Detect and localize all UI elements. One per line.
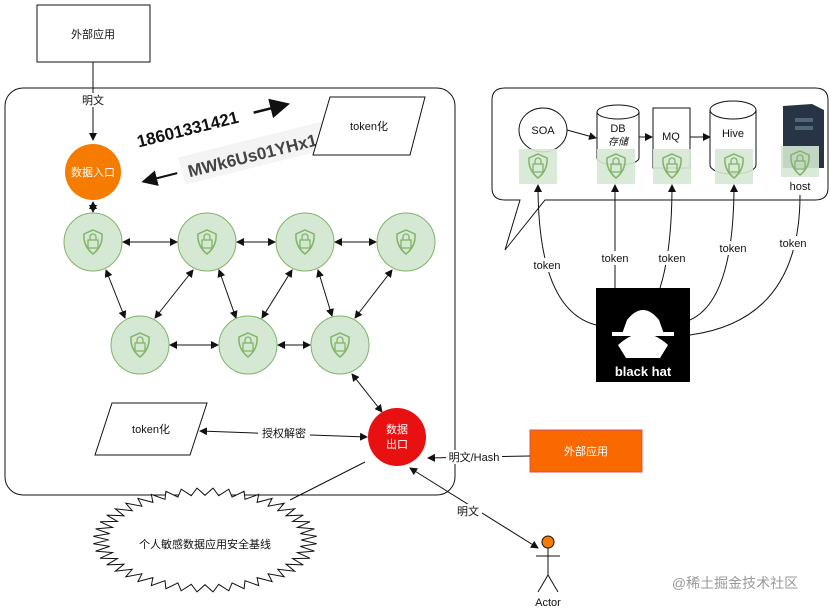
service-host-label: host xyxy=(790,181,811,193)
right-external-app-label: 外部应用 xyxy=(564,444,608,458)
blackhat-logo: black hat xyxy=(596,288,690,382)
service-soa: SOA xyxy=(518,107,568,153)
right-external-app: 外部应用 xyxy=(529,429,643,473)
top-external-app-label: 外部应用 xyxy=(71,27,115,41)
secure-node xyxy=(110,315,170,375)
data-entry-node: 数据入口 xyxy=(65,144,121,200)
secure-node xyxy=(310,315,370,375)
service-locks xyxy=(519,146,819,184)
secure-node xyxy=(376,212,436,272)
service-soa-label: SOA xyxy=(531,125,555,137)
token-edge-label: token xyxy=(534,260,561,272)
secure-node xyxy=(177,212,237,272)
plain-phone-number: 18601331421 xyxy=(135,108,241,152)
secure-node xyxy=(63,212,123,272)
token-edge-label: token xyxy=(659,253,686,265)
data-entry-label: 数据入口 xyxy=(71,165,115,179)
baseline-cloud-shape xyxy=(93,487,317,593)
mesh-edges xyxy=(89,201,393,413)
token-edge-label: token xyxy=(720,243,747,255)
token-edge-label: token xyxy=(780,238,807,250)
tokenize-bottom-label: token化 xyxy=(132,422,170,436)
actor-icon xyxy=(536,535,560,593)
decrypt-edge-label: 授权解密 xyxy=(262,426,306,440)
top-external-app: 外部应用 xyxy=(36,4,151,63)
baseline-cloud-label: 个人敏感数据应用安全基线 xyxy=(139,537,271,551)
data-exit-label-1: 数据 xyxy=(386,422,408,436)
hash-edge-label: 明文/Hash xyxy=(449,450,500,464)
edge-cloud xyxy=(289,461,366,501)
blackhat-label: black hat xyxy=(615,364,672,379)
actor-label: Actor xyxy=(535,597,561,609)
token-edge-label: token xyxy=(602,253,629,265)
token-edge-labels: token token token token token xyxy=(530,236,810,272)
plaintext-edge-label: 明文 xyxy=(82,93,104,107)
service-db-label: DB xyxy=(610,123,625,135)
mesh-nodes xyxy=(63,212,436,375)
watermark: @稀土掘金技术社区 xyxy=(672,575,798,591)
service-db-sublabel: 存储 xyxy=(608,136,630,148)
secure-node xyxy=(275,212,335,272)
blackhat-token-edges xyxy=(534,184,801,336)
tokenize-bottom-box: token化 xyxy=(94,402,208,456)
edge-soa-db xyxy=(566,129,597,140)
secure-node xyxy=(218,315,278,375)
tokenize-top-box: token化 xyxy=(312,96,426,156)
service-hive-label: Hive xyxy=(722,128,744,140)
tokenize-top-label: token化 xyxy=(350,119,388,133)
actor-edge-label: 明文 xyxy=(457,504,479,518)
service-mq-label: MQ xyxy=(662,131,680,143)
data-exit-node: 数据 出口 xyxy=(368,408,426,466)
data-exit-label-2: 出口 xyxy=(386,437,408,451)
